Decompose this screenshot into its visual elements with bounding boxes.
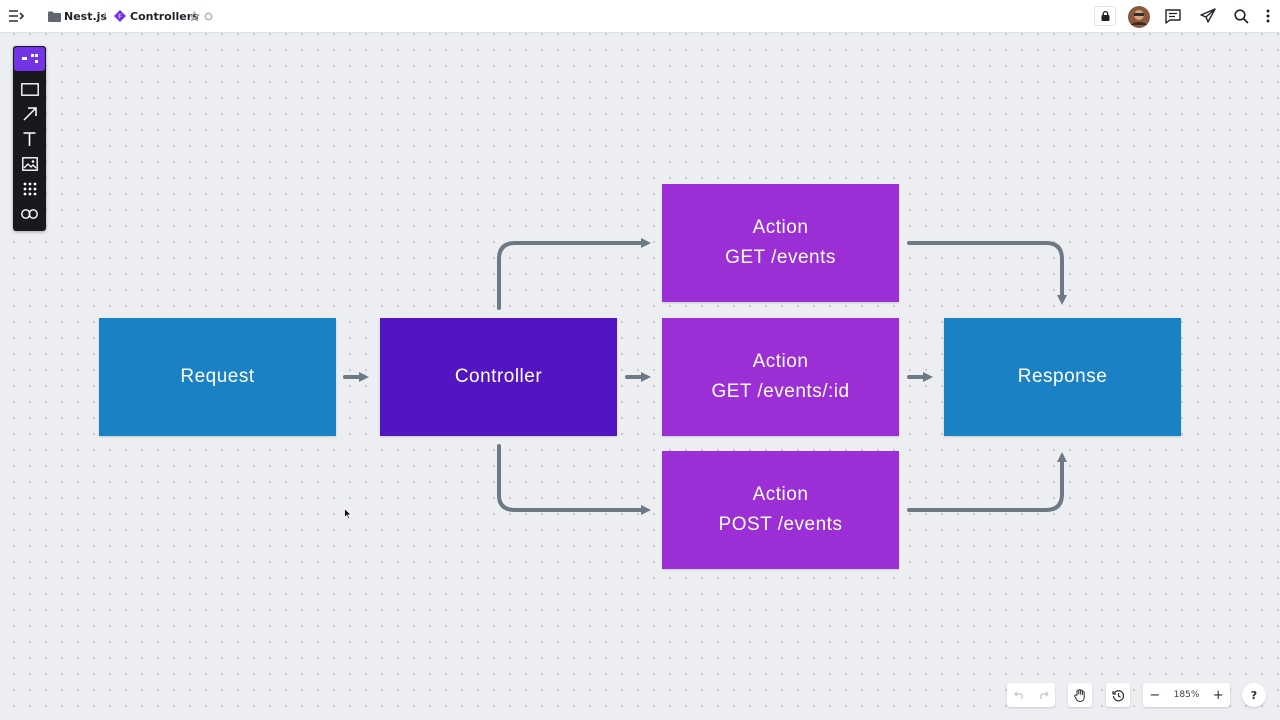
more-vertical-icon[interactable] [1261, 6, 1275, 26]
redo-icon[interactable] [1031, 683, 1055, 707]
drawing-toolbar [13, 46, 46, 231]
action-route: POST /events [718, 514, 843, 535]
history-group [1106, 683, 1130, 707]
response-box[interactable]: Response [944, 318, 1181, 436]
send-icon[interactable] [1198, 6, 1218, 26]
help-button[interactable]: ? [1250, 688, 1258, 702]
avatar[interactable] [1128, 6, 1150, 28]
mouse-cursor-icon [344, 508, 352, 520]
menu-collapse-icon[interactable] [6, 6, 28, 26]
arrow-action-post-response [907, 452, 1067, 512]
text-tool-icon[interactable] [13, 127, 46, 151]
select-tool-icon[interactable] [14, 47, 45, 71]
action-route: GET /events/:id [711, 381, 850, 402]
zoom-level[interactable]: 185% [1173, 690, 1200, 700]
arrow-action-get-response [907, 241, 1067, 305]
svg-text:F: F [118, 14, 122, 21]
action-route: GET /events [725, 247, 836, 268]
grid-tool-icon[interactable] [13, 177, 46, 201]
image-tool-icon[interactable] [13, 152, 46, 176]
arrow-controller-action-get [497, 238, 651, 310]
action-title: Action [752, 484, 809, 505]
top-bar: Nest.js / F Controllers [0, 0, 1280, 33]
zoom-out-button[interactable]: − [1149, 687, 1161, 703]
lock-icon[interactable] [1094, 6, 1116, 26]
action-post-events-box[interactable]: Action POST /events [662, 451, 899, 569]
comments-icon[interactable] [1163, 6, 1183, 26]
folder-icon [47, 9, 61, 23]
response-label: Response [1017, 366, 1108, 387]
history-icon[interactable] [1106, 683, 1130, 707]
star-icon[interactable] [187, 9, 201, 23]
hand-pan-icon[interactable] [1068, 683, 1092, 707]
zoom-in-button[interactable]: + [1212, 687, 1224, 703]
action-get-events-box[interactable]: Action GET /events [662, 184, 899, 302]
undo-redo-group [1007, 683, 1055, 707]
controller-label: Controller [454, 366, 543, 387]
page-title[interactable]: Controllers [130, 9, 199, 23]
arrow-tool-icon[interactable] [13, 102, 46, 126]
request-box[interactable]: Request [99, 318, 336, 436]
action-get-event-by-id-box[interactable]: Action GET /events/:id [662, 318, 899, 436]
controller-box[interactable]: Controller [380, 318, 617, 436]
search-icon[interactable] [1231, 6, 1251, 26]
undo-icon[interactable] [1007, 683, 1031, 707]
breadcrumb-separator: / [102, 9, 106, 23]
zoom-controls: − 185% + [1143, 683, 1230, 707]
rectangle-tool-icon[interactable] [13, 77, 46, 101]
help-group: ? [1242, 683, 1266, 707]
page-diamond-icon: F [113, 9, 127, 23]
link-tool-icon[interactable] [13, 202, 46, 226]
action-title: Action [752, 217, 809, 238]
settings-icon[interactable] [201, 9, 215, 23]
hand-tool-group [1068, 683, 1092, 707]
arrow-controller-action-post [497, 444, 651, 515]
breadcrumb-board[interactable]: Nest.js [64, 9, 107, 23]
action-title: Action [752, 351, 809, 372]
request-label: Request [180, 366, 255, 387]
